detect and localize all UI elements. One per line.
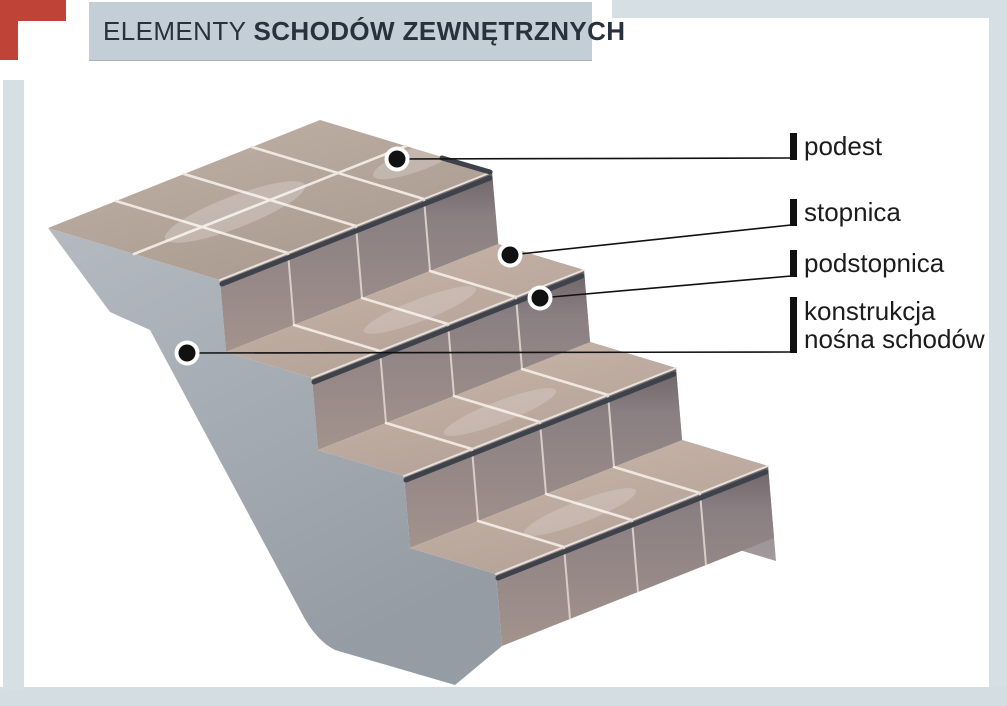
header-bar: ELEMENTY SCHODÓW ZEWNĘTRZNYCH (89, 2, 625, 61)
tread-1 (226, 244, 584, 378)
marker-dot-podest (384, 146, 410, 172)
concrete-structure (48, 228, 502, 685)
landing-podest (48, 120, 492, 280)
tread-3 (410, 440, 768, 574)
label-podest: podest (790, 133, 882, 160)
leader-line-podstopnica (539, 275, 792, 299)
riser-4 (496, 466, 774, 646)
leader-lines (186, 157, 792, 354)
marker-dot-podstopnica (527, 285, 553, 311)
label-konstrukcja-nosna: konstrukcja nośna schodów (790, 297, 985, 353)
tread-2 (318, 342, 676, 476)
label-stopnica-text: stopnica (804, 197, 901, 227)
leader-line-podest (396, 157, 792, 160)
riser-2 (312, 270, 590, 450)
label-stopnica: stopnica (790, 199, 901, 226)
marker-dot-konstrukcja (174, 340, 200, 366)
frame-border-left (3, 80, 24, 690)
frame-border-bottom (0, 687, 1007, 706)
marker-dot-stopnica (497, 242, 523, 268)
marker-dots (174, 146, 553, 366)
label-podstopnica-text: podstopnica (804, 248, 945, 278)
label-podest-text: podest (804, 131, 883, 161)
label-konstrukcja-line1: konstrukcja (804, 296, 936, 326)
riser-3 (404, 368, 682, 548)
frame-border-top (612, 0, 1007, 18)
riser-1 (220, 172, 498, 352)
logo-bar-vertical (0, 0, 18, 60)
leader-line-konstrukcja (186, 351, 792, 354)
page-title-regular: ELEMENTY (103, 15, 246, 46)
label-konstrukcja-line2: nośna schodów (804, 324, 985, 354)
frame-border-right (989, 0, 1007, 706)
page-title: ELEMENTY SCHODÓW ZEWNĘTRZNYCH (103, 16, 625, 47)
label-podstopnica: podstopnica (790, 250, 944, 277)
leader-line-stopnica (509, 224, 792, 256)
page-title-bold: SCHODÓW ZEWNĘTRZNYCH (253, 15, 626, 46)
brand-corner-logo (0, 0, 66, 60)
